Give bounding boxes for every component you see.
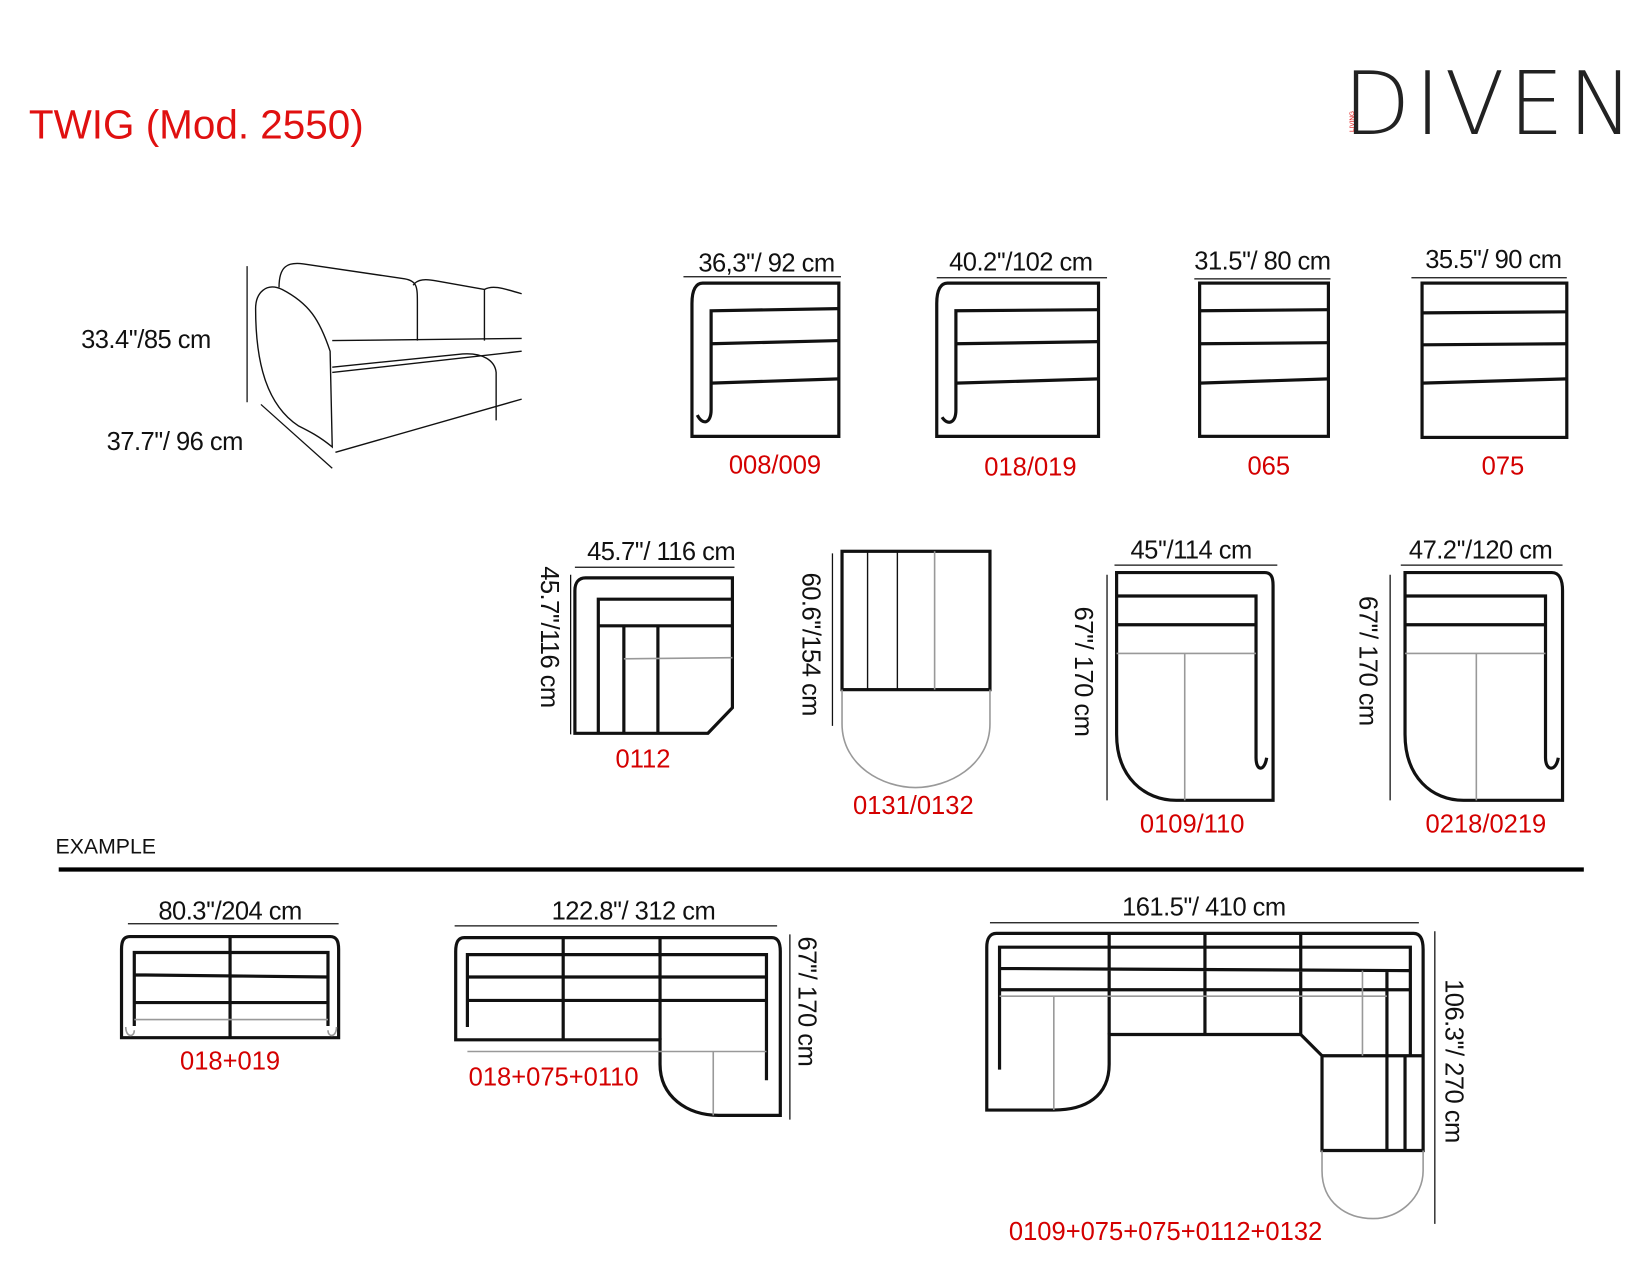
example-depth-label: 67''/ 170 cm <box>792 937 820 1067</box>
module-width-label: 36,3''/ 92 cm <box>698 249 834 277</box>
module-code: 065 <box>1247 453 1290 481</box>
module-width-label: 35.5''/ 90 cm <box>1425 246 1561 274</box>
example-code: 018+075+0110 <box>469 1064 639 1092</box>
brand-name: DIVEN <box>1343 53 1637 155</box>
module-depth-label: 60.6''/154 cm <box>797 573 825 716</box>
example-code: 0109+075+075+0112+0132 <box>1009 1218 1322 1246</box>
module-depth-label: 67''/ 170 cm <box>1353 596 1381 726</box>
module-code: 0109/110 <box>1140 810 1245 838</box>
divider <box>58 867 1584 872</box>
example-0109-075-075-0112-0132: 161.5''/ 410 cm 106.3''/ 270 cm 0109+075… <box>985 893 1467 1246</box>
example-code: 018+019 <box>180 1048 280 1076</box>
example-depth-label: 106.3''/ 270 cm <box>1439 979 1467 1143</box>
module-0112: 45.7''/ 116 cm 45.7''/116 cm 0112 <box>535 538 736 774</box>
sofa-perspective-sketch <box>246 262 522 469</box>
module-065: 31.5''/ 80 cm 065 <box>1194 247 1331 481</box>
example-heading: EXAMPLE <box>56 835 156 859</box>
overview-depth-label: 37.7''/ 96 cm <box>107 428 243 456</box>
module-code: 0218/0219 <box>1426 810 1547 838</box>
module-code: 0131/0132 <box>853 792 974 820</box>
page-title: TWIG (Mod. 2550) <box>29 101 364 147</box>
module-width-label: 45''/114 cm <box>1131 537 1252 565</box>
brand-sub: LIVING <box>1349 111 1356 132</box>
module-code: 075 <box>1482 453 1525 481</box>
module-0218-0219: 47.2''/120 cm 67''/ 170 cm 0218/0219 <box>1353 537 1565 838</box>
module-width-label: 40.2''/102 cm <box>949 248 1092 276</box>
module-width-label: 47.2''/120 cm <box>1409 537 1552 565</box>
module-code: 018/019 <box>984 454 1076 482</box>
module-width-label: 45.7''/ 116 cm <box>587 538 735 566</box>
overview-height-label: 33.4''/85 cm <box>81 326 211 354</box>
module-018-019: 40.2''/102 cm 018/019 <box>935 248 1108 482</box>
example-width-label: 161.5''/ 410 cm <box>1122 893 1286 921</box>
module-depth-label: 45.7''/116 cm <box>535 566 563 707</box>
module-0109-110: 45''/114 cm 67''/ 170 cm 0109/110 <box>1069 537 1278 838</box>
example-018-075-0110: 122.8''/ 312 cm 67''/ 170 cm 018+075+011… <box>454 898 820 1120</box>
module-depth-label: 67''/ 170 cm <box>1069 607 1097 737</box>
module-code: 0112 <box>616 745 671 773</box>
module-width-label: 31.5''/ 80 cm <box>1194 247 1330 275</box>
module-code: 008/009 <box>729 452 821 480</box>
module-0131-0132: 60.6''/154 cm 0131/0132 <box>797 549 992 820</box>
example-width-label: 122.8''/ 312 cm <box>552 898 716 926</box>
example-018-019: 80.3''/204 cm 018+019 <box>119 898 341 1076</box>
module-075: 35.5''/ 90 cm 075 <box>1411 246 1569 481</box>
example-width-label: 80.3''/204 cm <box>158 898 301 926</box>
module-008-009: 36,3''/ 92 cm 008/009 <box>683 249 841 480</box>
brand-logo: DIVEN LIVING <box>1343 53 1637 155</box>
